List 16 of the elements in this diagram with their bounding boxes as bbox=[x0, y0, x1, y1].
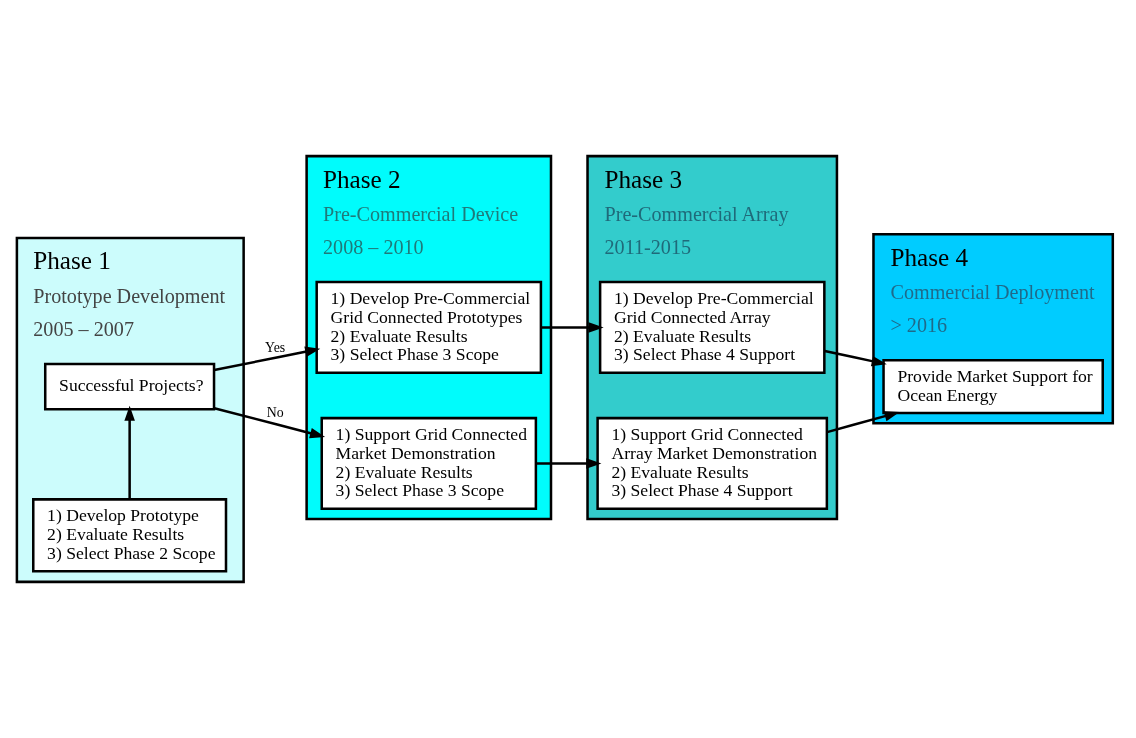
node-box: 1) Support Grid Connected Market Demonstration 2) Evaluate Results 3) Select Phase 3 Scope bbox=[320, 416, 538, 511]
arrow bbox=[826, 411, 900, 434]
arrow bbox=[541, 322, 604, 333]
edge-label: Yes bbox=[265, 340, 286, 356]
node-box: Successful Projects? bbox=[44, 362, 216, 411]
arrow bbox=[124, 405, 135, 500]
arrow bbox=[214, 346, 321, 372]
edge-label: No bbox=[266, 404, 284, 420]
arrow bbox=[824, 349, 887, 367]
arrow bbox=[214, 407, 326, 439]
node-box: 1) Develop Pre-Commercial Grid Connected Array 2) Evaluate Results 3) Select Phase 4 Support bbox=[598, 280, 826, 375]
arrow bbox=[536, 458, 602, 469]
node-box: 1) Develop Prototype 2) Evaluate Results 3) Select Phase 2 Scope bbox=[32, 498, 228, 573]
node-box: 1) Support Grid Connected Array Market Demonstration 2) Evaluate Results 3) Select Phase 4 Support bbox=[596, 416, 829, 511]
node-box: 1) Develop Pre-Commercial Grid Connected Prototypes 2) Evaluate Results 3) Select Phase 3 Scope bbox=[315, 280, 543, 375]
node-box: Provide Market Support for Ocean Energy bbox=[882, 358, 1104, 415]
